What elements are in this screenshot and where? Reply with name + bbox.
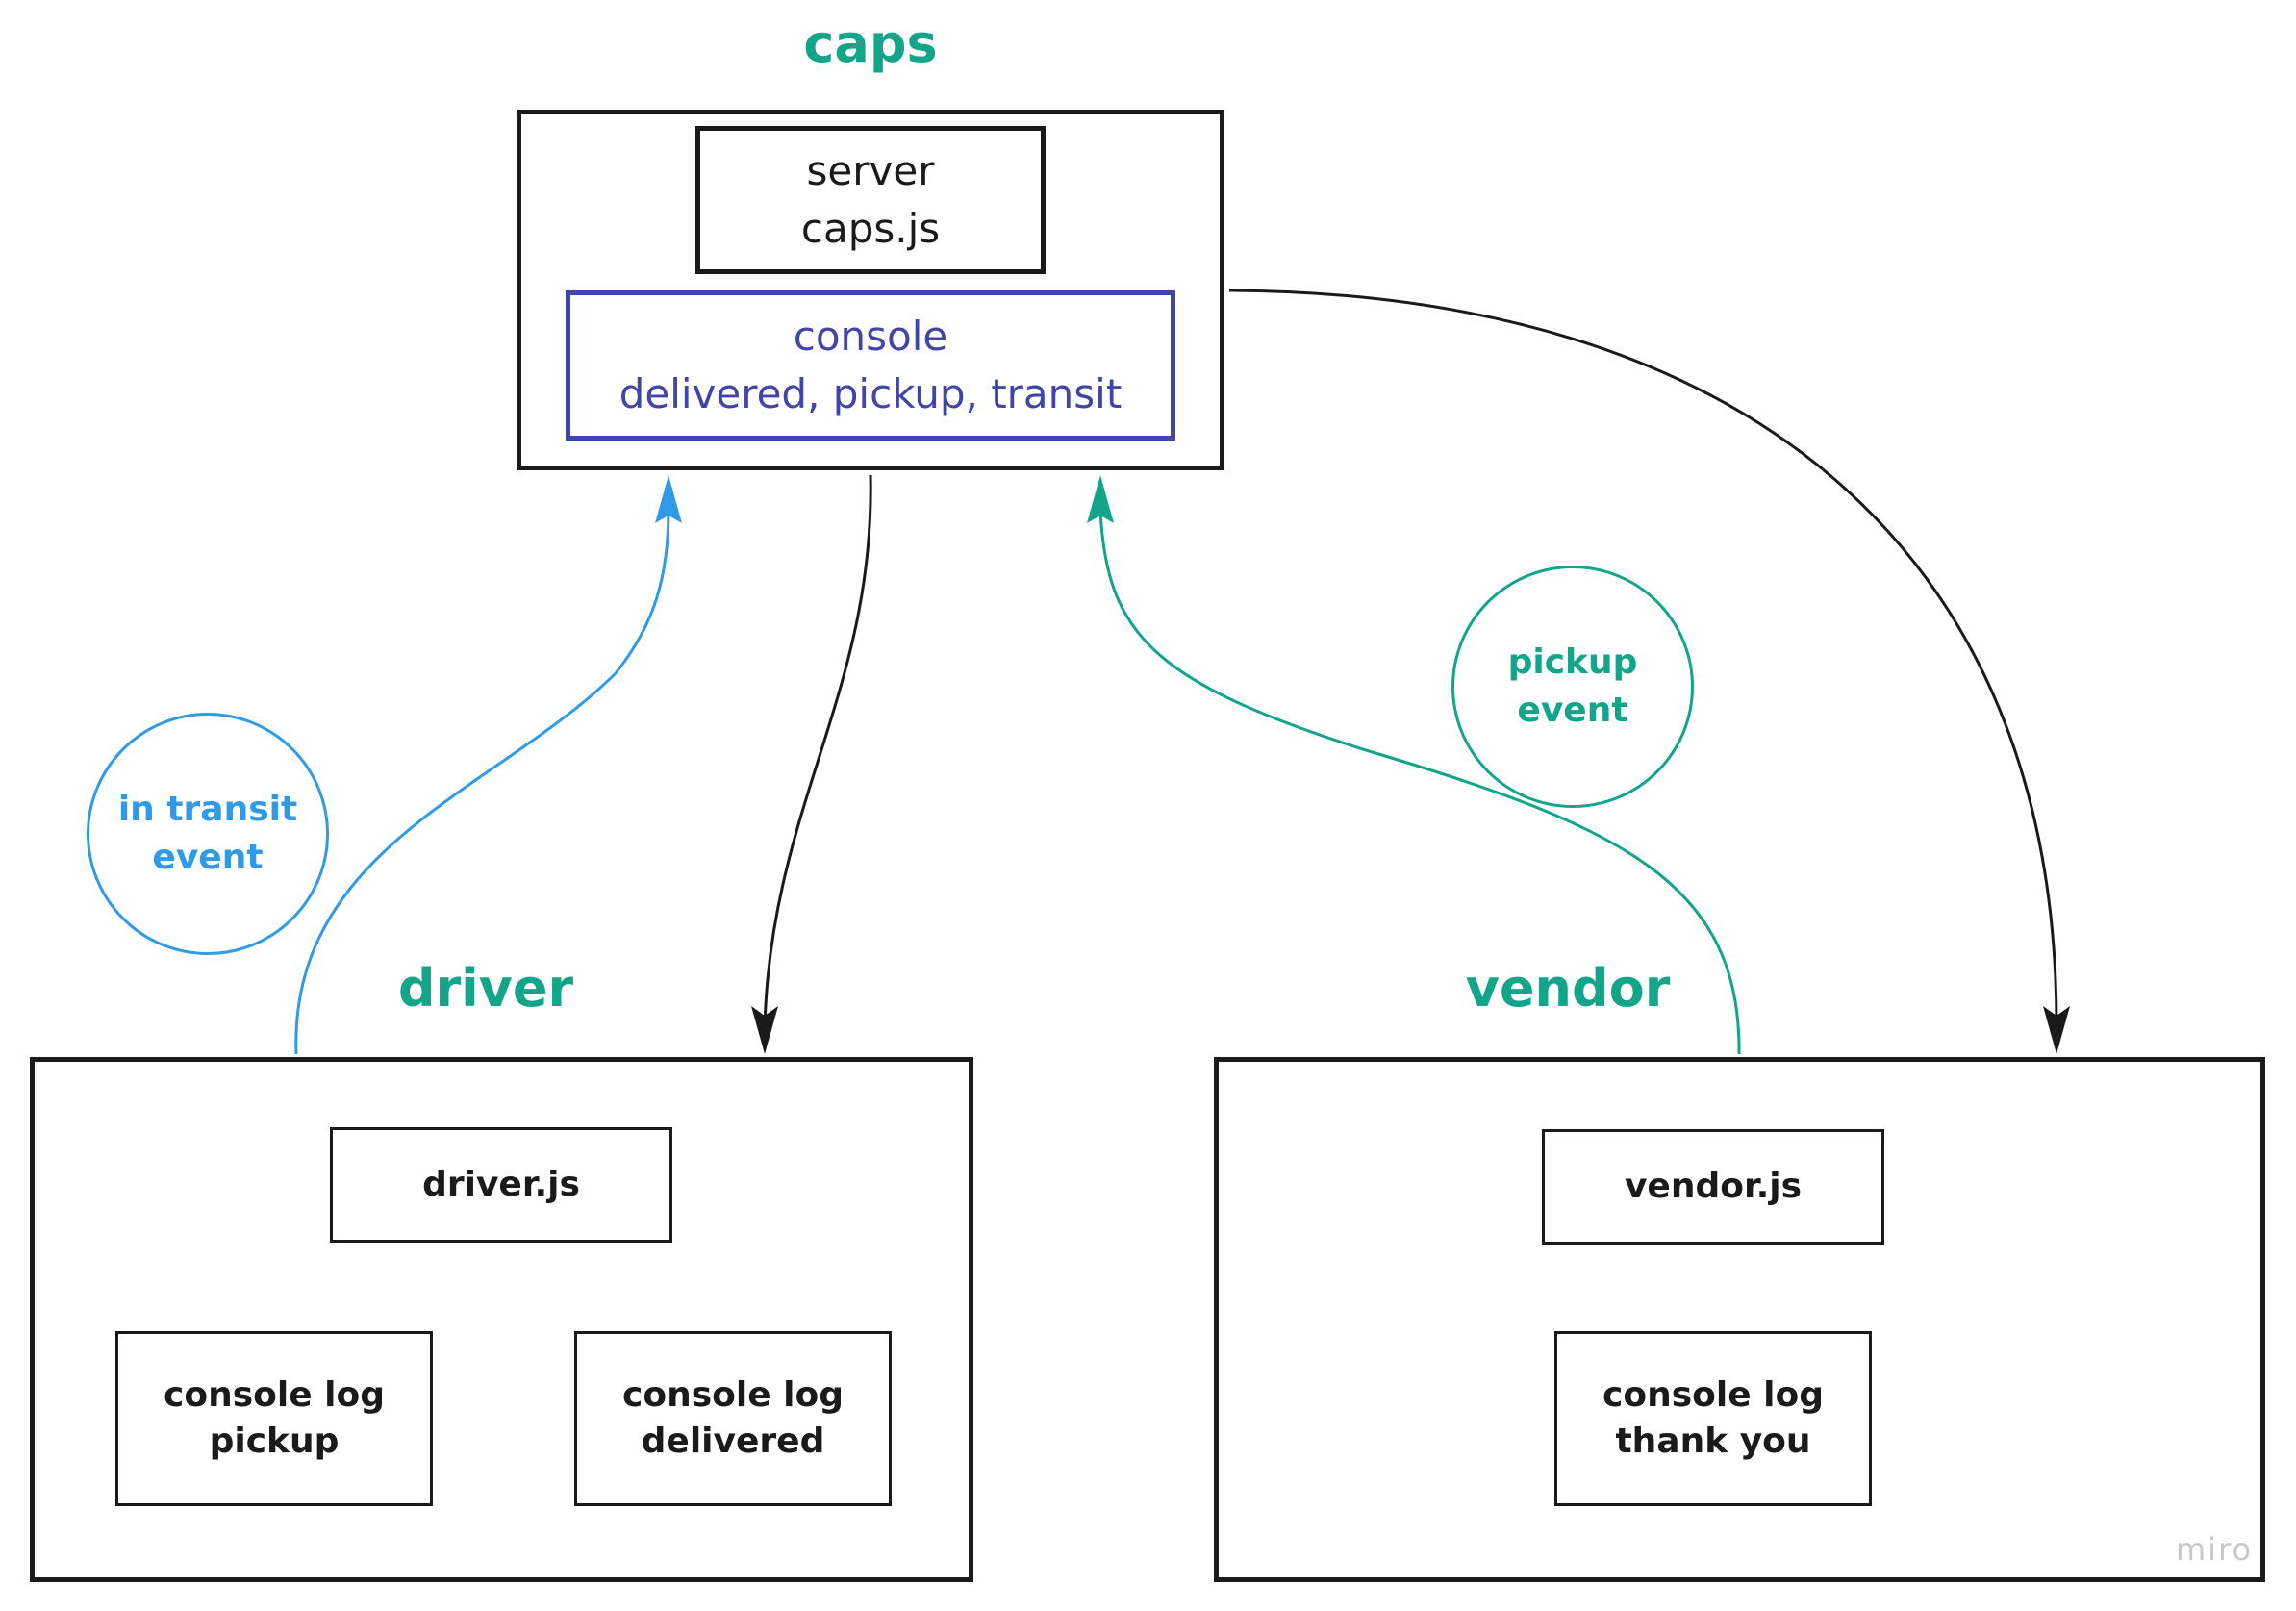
driver-title: driver <box>397 958 574 1019</box>
driver-log-pickup-box: console log pickup <box>115 1331 433 1506</box>
server-box: server caps.js <box>695 126 1046 274</box>
caps-to-vendor-arrow <box>1228 289 2058 1030</box>
in-transit-event-line1: in transit <box>117 790 298 829</box>
vendor-pickup-arrow <box>1098 509 1741 1055</box>
caps-to-driver-arrow <box>763 474 872 1030</box>
driver-file-label: driver.js <box>422 1165 580 1204</box>
vendor-log-box: console log thank you <box>1554 1331 1872 1506</box>
caps-to-vendor-arrowhead <box>2043 1006 2070 1054</box>
server-file-label: caps.js <box>800 205 941 252</box>
caps-title: caps <box>803 13 938 74</box>
console-events-label: delivered, pickup, transit <box>618 370 1123 417</box>
pickup-event-line1: pickup <box>1507 642 1638 682</box>
console-box: console delivered, pickup, transit <box>566 290 1175 441</box>
vendor-file-box: vendor.js <box>1542 1129 1884 1245</box>
vendor-log-line1: console log <box>1602 1375 1824 1415</box>
vendor-pickup-arrowhead <box>1087 475 1114 523</box>
pickup-event-circle: pickup event <box>1451 566 1694 808</box>
miro-watermark: miro <box>2176 1531 2254 1568</box>
vendor-log-line2: thank you <box>1615 1422 1811 1461</box>
server-label: server <box>806 147 935 194</box>
in-transit-event-line2: event <box>152 838 264 877</box>
driver-file-box: driver.js <box>330 1127 672 1243</box>
pickup-event-line2: event <box>1517 691 1628 730</box>
vendor-file-label: vendor.js <box>1624 1167 1803 1206</box>
console-label: console <box>793 313 948 360</box>
vendor-title: vendor <box>1465 958 1671 1019</box>
driver-log-pickup-line2: pickup <box>209 1422 340 1461</box>
caps-frame <box>517 110 1224 470</box>
in-transit-event-circle: in transit event <box>87 713 329 955</box>
driver-log-delivered-line2: delivered <box>641 1422 825 1461</box>
driver-in-transit-arrow <box>294 509 670 1055</box>
caps-to-driver-arrowhead <box>751 1006 778 1054</box>
driver-log-delivered-line1: console log <box>622 1375 844 1415</box>
driver-log-delivered-box: console log delivered <box>574 1331 892 1506</box>
driver-in-transit-arrowhead <box>655 475 682 523</box>
driver-log-pickup-line1: console log <box>164 1375 385 1415</box>
